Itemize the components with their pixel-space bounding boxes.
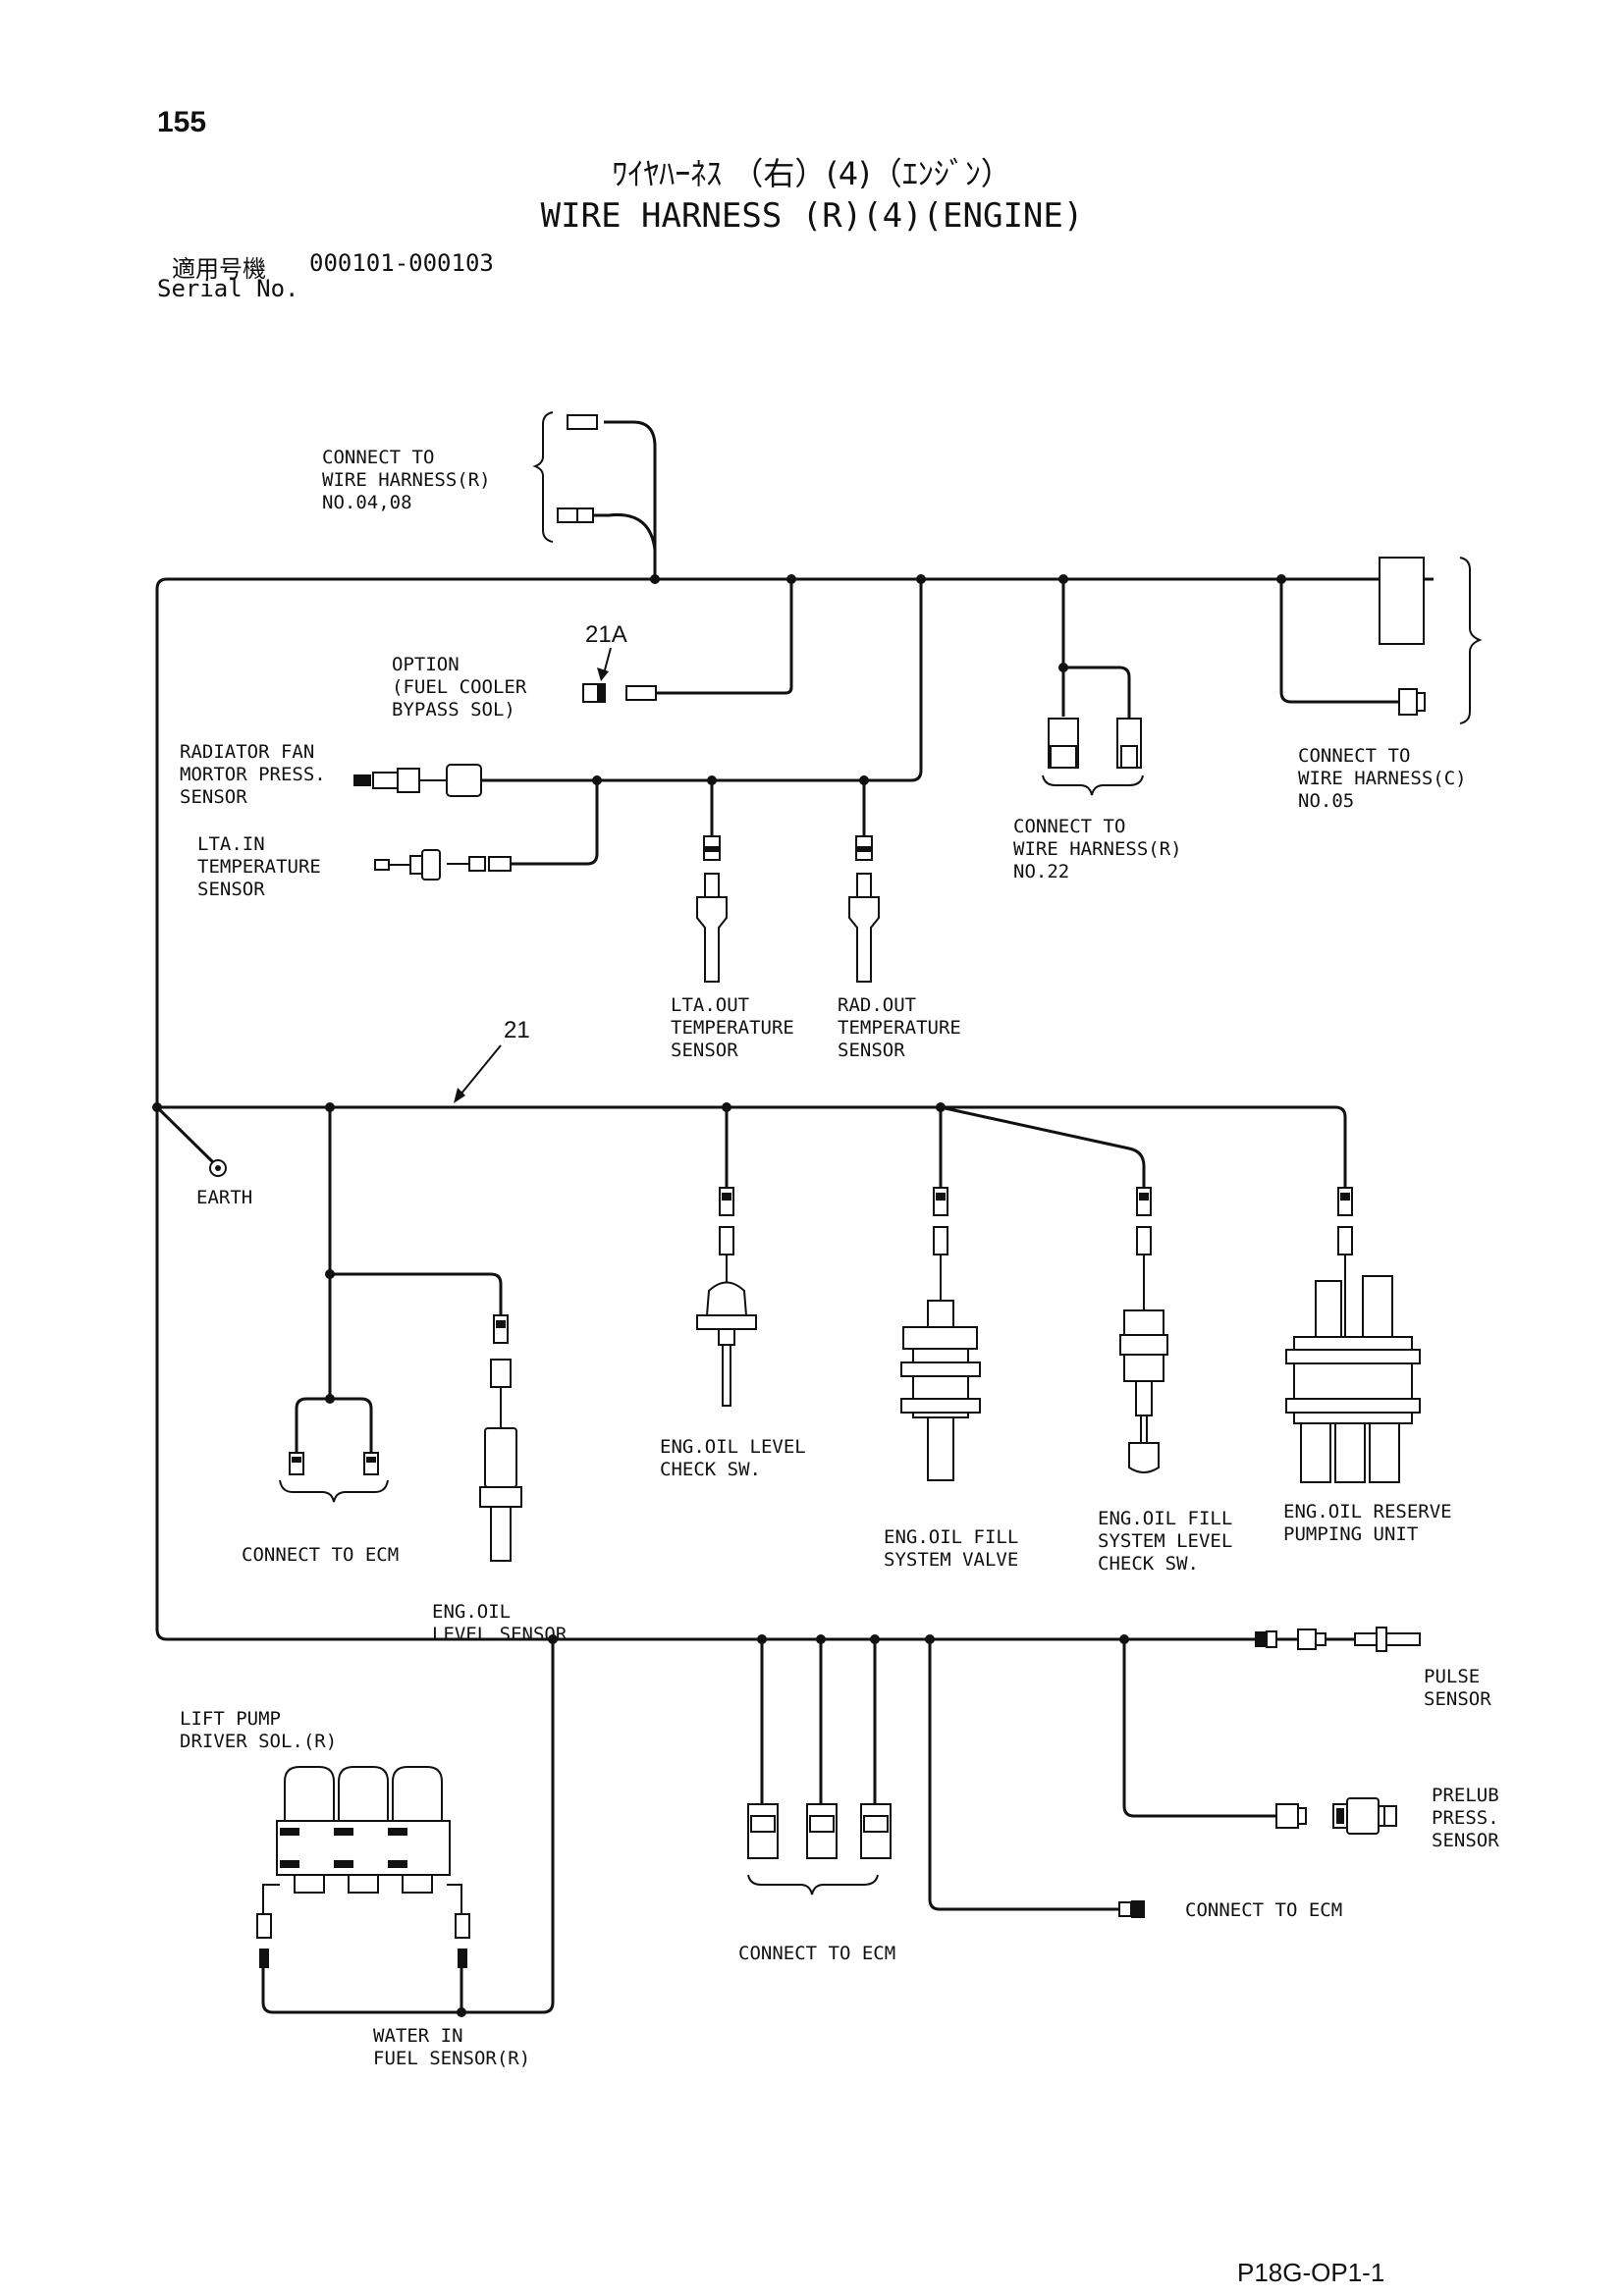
label-water-in-fuel: WATER IN FUEL SENSOR(R) (373, 2025, 530, 2069)
rad-out-temperature-sensor (848, 835, 880, 983)
fuel-cooler-bypass-connector (582, 579, 793, 703)
lta-out-temperature-sensor (696, 835, 728, 983)
serial-label-english: Serial No. (157, 275, 299, 302)
main-harness-wires (152, 574, 1434, 1644)
label-eng-oil-fill-level-check: ENG.OIL FILL SYSTEM LEVEL CHECK SW. (1098, 1508, 1244, 1575)
pulse-sensor (1255, 1627, 1421, 1652)
drawing-code: P18G-OP1-1 (1237, 2258, 1385, 2287)
eng-oil-fill-system-valve (900, 1107, 981, 1481)
label-connect-r-0408: CONNECT TO WIRE HARNESS(R) NO.04,08 (322, 447, 502, 513)
connector-harness-r-22 (1042, 579, 1144, 796)
label-prelub-sensor: PRELUB PRESS. SENSOR (1432, 1785, 1510, 1851)
prelub-pressure-sensor (1122, 1639, 1397, 1835)
label-lta-in-sensor: LTA.IN TEMPERATURE SENSOR (197, 833, 332, 900)
label-rad-out-sensor: RAD.OUT TEMPERATURE SENSOR (838, 994, 972, 1061)
label-eng-oil-level-sensor: ENG.OIL LEVEL SENSOR (432, 1601, 568, 1645)
label-lta-out-sensor: LTA.OUT TEMPERATURE SENSOR (671, 994, 805, 1061)
label-pulse-sensor: PULSE SENSOR (1424, 1666, 1491, 1710)
label-eng-oil-level-check: ENG.OIL LEVEL CHECK SW. (660, 1436, 817, 1480)
radiator-fan-pressure-sensor (353, 764, 482, 797)
label-earth: EARTH (196, 1187, 252, 1208)
connector-harness-c-05 (1279, 557, 1483, 724)
label-connect-ecm-left: CONNECT TO ECM (242, 1544, 399, 1566)
part-21-pointer (454, 1044, 502, 1103)
earth-ground-terminal (155, 1105, 227, 1177)
label-option-fuel-cooler: OPTION (FUEL COOLER BYPASS SOL) (392, 654, 538, 721)
connector-harness-r-0408 (532, 411, 657, 579)
ecm-connector-left (279, 1107, 389, 1503)
label-eng-oil-fill-valve: ENG.OIL FILL SYSTEM VALVE (884, 1526, 1030, 1571)
label-connect-ecm-right: CONNECT TO ECM (1185, 1899, 1342, 1921)
eng-oil-level-sensor (325, 1269, 522, 1562)
label-connect-c-05: CONNECT TO WIRE HARNESS(C) NO.05 (1298, 745, 1478, 812)
part-number-21: 21 (504, 1017, 530, 1043)
serial-range: 000101-000103 (309, 249, 494, 277)
eng-oil-level-check-switch (696, 1107, 757, 1407)
page-number: 155 (157, 106, 207, 138)
eng-oil-fill-level-check-switch (940, 1105, 1168, 1473)
lta-in-temperature-sensor (374, 849, 512, 881)
ecm-connectors-bottom (747, 1639, 892, 1896)
serial-label-japanese: 適用号機 (172, 255, 266, 283)
eng-oil-reserve-pumping-unit (1285, 1139, 1421, 1483)
label-connect-ecm-bottom: CONNECT TO ECM (738, 1943, 895, 1964)
label-lift-pump: LIFT PUMP DRIVER SOL.(R) (180, 1708, 337, 1752)
title-english: WIRE HARNESS (R)(4)(ENGINE) (540, 196, 1084, 236)
label-connect-r-22: CONNECT TO WIRE HARNESS(R) NO.22 (1013, 816, 1193, 882)
label-eng-oil-reserve: ENG.OIL RESERVE PUMPING UNIT (1283, 1501, 1463, 1545)
label-radiator-fan-sensor: RADIATOR FAN MORTOR PRESS. SENSOR (180, 741, 337, 808)
sensor-branch-wires (481, 579, 923, 866)
lift-pump-driver-solenoid (256, 1639, 555, 2017)
part-number-21a: 21A (585, 621, 627, 648)
ecm-connector-right (928, 1639, 1145, 1918)
title-japanese: ﾜｲﾔﾊｰﾈｽ （右）(4)（ｴﾝｼﾞﾝ） (612, 155, 1012, 192)
